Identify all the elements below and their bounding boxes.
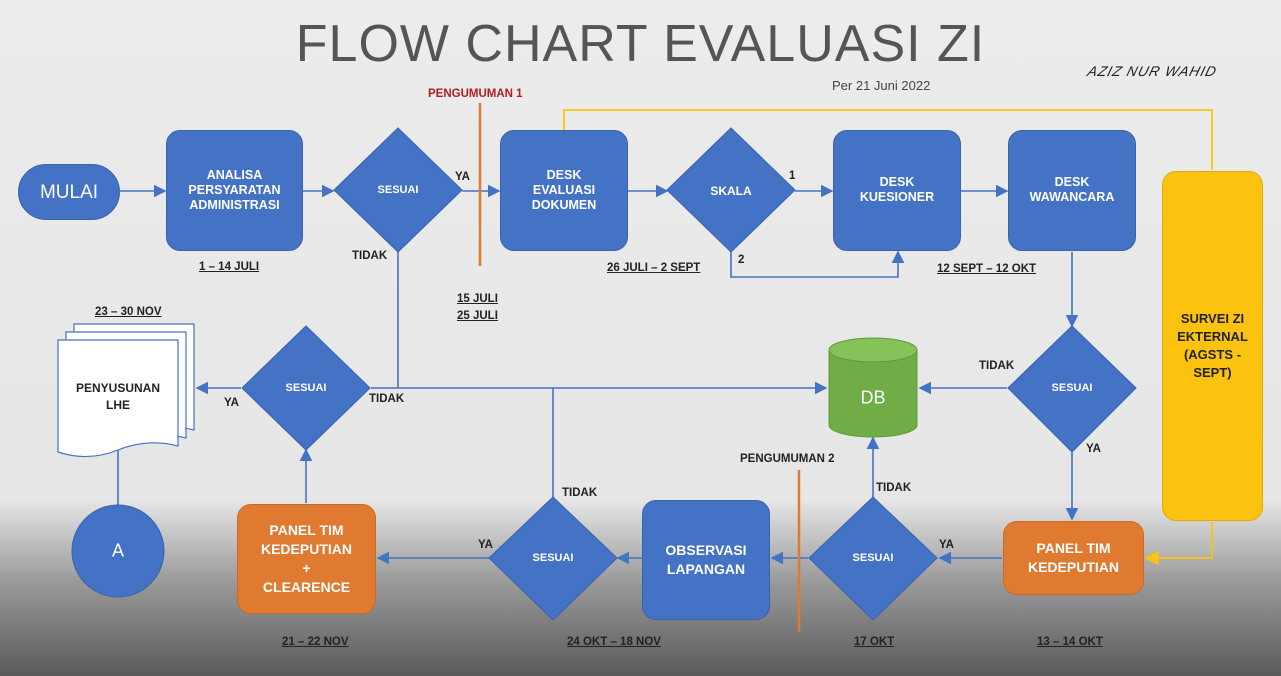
- date-pengumuman-1a: 15 JULI: [457, 293, 498, 305]
- sesuai-right-diamond: [1007, 325, 1137, 453]
- sesuai-left-diamond: [241, 325, 371, 451]
- ya-right-label: YA: [1086, 443, 1101, 455]
- date-penyusunan: 23 – 30 NOV: [95, 306, 162, 318]
- date-desk-dokumen: 26 JULI – 2 SEPT: [607, 262, 701, 274]
- a-label: A: [111, 540, 125, 561]
- date-sesuai-bottom-right: 17 OKT: [854, 636, 895, 648]
- analisa-node: ANALISA PERSYARATAN ADMINISTRASI: [166, 130, 303, 251]
- tidak-bottom-left-label: TIDAK: [562, 487, 598, 499]
- db-cylinder: [828, 337, 918, 438]
- sesuai-1-label: SESUAI: [377, 184, 419, 196]
- tidak-right-label: TIDAK: [979, 360, 1015, 372]
- tidak-left-label: TIDAK: [369, 393, 405, 405]
- sesuai-bottom-right-label: SESUAI: [852, 552, 894, 564]
- sesuai-bottom-left-label: SESUAI: [532, 552, 574, 564]
- ya-left-label: YA: [224, 397, 239, 409]
- desk-wawancara-node: DESK WAWANCARA: [1008, 130, 1136, 251]
- ya-bottom-right-label: YA: [939, 539, 954, 551]
- tidak-1-label: TIDAK: [352, 250, 388, 262]
- page-date: Per 21 Juni 2022: [832, 78, 931, 93]
- skala-label: SKALA: [710, 184, 752, 198]
- survey-line-top: [563, 109, 1213, 170]
- sesuai-1-diamond: [333, 127, 463, 253]
- sesuai-left-label: SESUAI: [285, 382, 327, 394]
- pengumuman-1-label: PENGUMUMAN 1: [428, 88, 523, 100]
- pengumuman-2-label: PENGUMUMAN 2: [740, 453, 835, 465]
- penyusunan-label: PENYUSUNAN LHE: [75, 381, 160, 412]
- tidak-bottom-right-label: TIDAK: [876, 482, 912, 494]
- panel-kedeputian-node: PANEL TIM KEDEPUTIAN: [1003, 521, 1144, 595]
- desk-kuesioner-node: DESK KUESIONER: [833, 130, 961, 251]
- skala-2-label: 2: [738, 254, 745, 266]
- date-pengumuman-1b: 25 JULI: [457, 310, 498, 322]
- date-panel-clearence: 21 – 22 NOV: [282, 636, 349, 648]
- sesuai-right-label: SESUAI: [1051, 382, 1093, 394]
- panel-clearence-node: PANEL TIM KEDEPUTIAN + CLEARENCE: [237, 504, 376, 614]
- skala-diamond: [666, 127, 796, 253]
- date-observasi: 24 OKT – 18 NOV: [567, 636, 661, 648]
- survei-node: SURVEI ZI EKTERNAL (AGSTS - SEPT): [1162, 171, 1263, 521]
- survey-line-bottom: [1144, 522, 1213, 566]
- skala-1-label: 1: [789, 170, 796, 182]
- sesuai-bottom-left-diamond: [488, 496, 618, 621]
- lhe-document: [57, 323, 195, 458]
- page-title: FLOW CHART EVALUASI ZI: [295, 15, 986, 73]
- ya-bottom-left-label: YA: [478, 539, 493, 551]
- a-connector-circle: [71, 504, 165, 598]
- ya-1-label: YA: [455, 171, 470, 183]
- date-desk: 12 SEPT – 12 OKT: [937, 263, 1037, 275]
- date-panel-kedeputian: 13 – 14 OKT: [1037, 636, 1103, 648]
- date-analisa: 1 – 14 JULI: [199, 261, 260, 273]
- arrow-skala-2: [730, 250, 905, 278]
- sesuai-bottom-right-diamond: [808, 496, 938, 621]
- db-label: DB: [860, 387, 886, 408]
- desk-dokumen-node: DESK EVALUASI DOKUMEN: [500, 130, 628, 251]
- mulai-node: MULAI: [18, 164, 120, 220]
- observasi-node: OBSERVASI LAPANGAN: [642, 500, 770, 620]
